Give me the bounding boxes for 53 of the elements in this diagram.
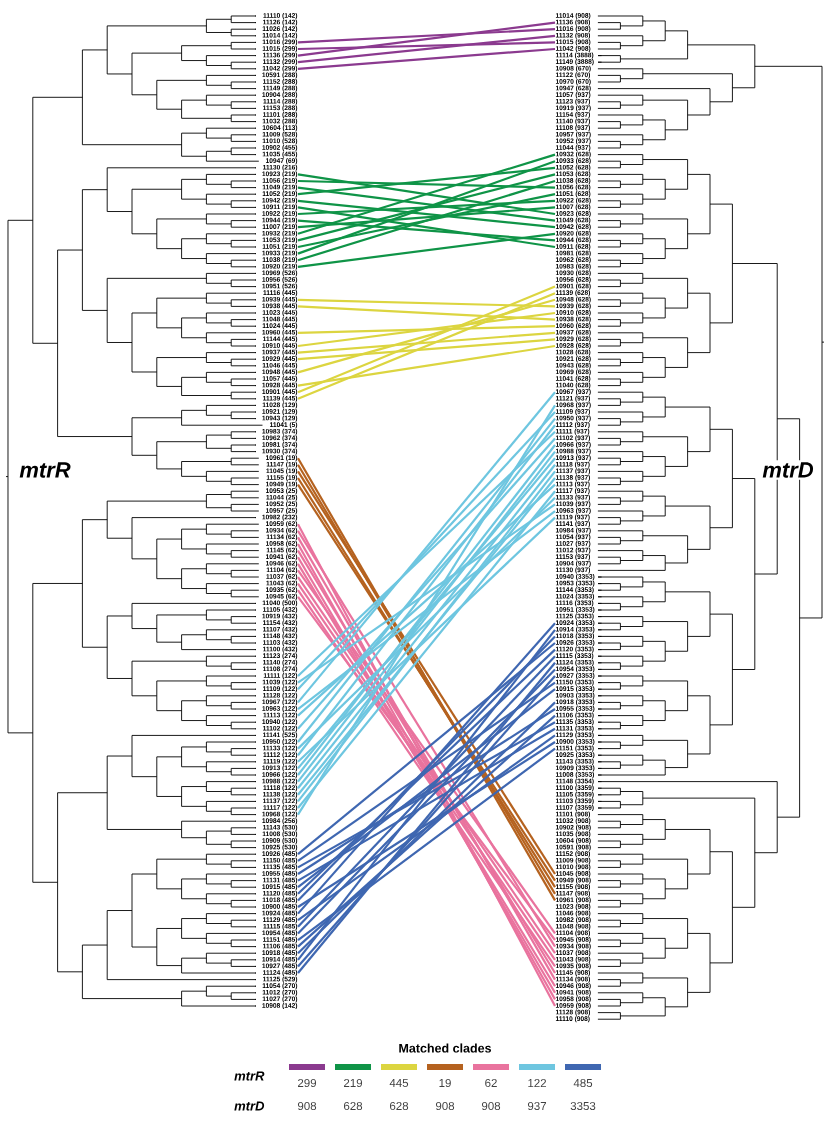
row-label: mtrD: [234, 1101, 265, 1111]
legend-value: 62: [485, 1078, 497, 1088]
matching-line: [297, 404, 556, 816]
matching-line: [297, 199, 556, 229]
matching-line: [297, 298, 556, 308]
matching-line: [297, 173, 556, 242]
matching-line: [297, 311, 556, 348]
legend-value: 19: [439, 1078, 451, 1088]
matching-line: [297, 193, 556, 249]
matching-line: [297, 28, 556, 44]
matching-line: [297, 325, 556, 334]
matching-line: [297, 219, 556, 242]
legend-value: 219: [344, 1078, 363, 1088]
matching-line: [297, 41, 556, 51]
legend-value: 628: [344, 1101, 363, 1111]
matching-line: [297, 160, 556, 255]
tree-title: mtrD: [760, 460, 816, 480]
matching-line: [297, 344, 556, 387]
matching-line: [297, 681, 556, 862]
matching-line: [297, 747, 556, 941]
legend-title: Matched clades: [399, 1043, 492, 1053]
legend-value: 908: [481, 1101, 501, 1111]
matching-line: [297, 642, 556, 856]
matching-line: [297, 186, 556, 222]
matching-line: [297, 21, 556, 57]
matching-line: [297, 688, 556, 889]
matching-line: [297, 206, 556, 249]
matching-line: [297, 173, 556, 216]
matching-line: [297, 232, 556, 268]
matching-line: [297, 179, 556, 189]
legend-value: 908: [297, 1101, 317, 1111]
matching-line: [297, 298, 556, 374]
legend-value: 445: [389, 1079, 409, 1087]
legend-value: 937: [527, 1101, 546, 1111]
matching-line: [297, 153, 556, 235]
matching-line: [297, 199, 556, 216]
tree-title: mtrR: [17, 460, 73, 480]
matching-line: [297, 179, 556, 262]
legend-value: 299: [298, 1078, 317, 1088]
legend-value: 485: [573, 1078, 593, 1088]
legend-value: 122: [528, 1079, 546, 1088]
matching-line: [297, 503, 556, 684]
matching-line: [297, 206, 556, 229]
matching-line: [297, 47, 556, 70]
matching-line: [297, 166, 556, 196]
matching-line: [297, 338, 556, 361]
matching-line: [297, 305, 556, 321]
row-label: mtrR: [234, 1071, 265, 1081]
legend-value: 3353: [570, 1101, 596, 1111]
matching-line: [297, 331, 556, 354]
legend-value: 628: [390, 1101, 409, 1111]
legend-value: 908: [435, 1101, 455, 1111]
matching-line: [297, 34, 556, 64]
